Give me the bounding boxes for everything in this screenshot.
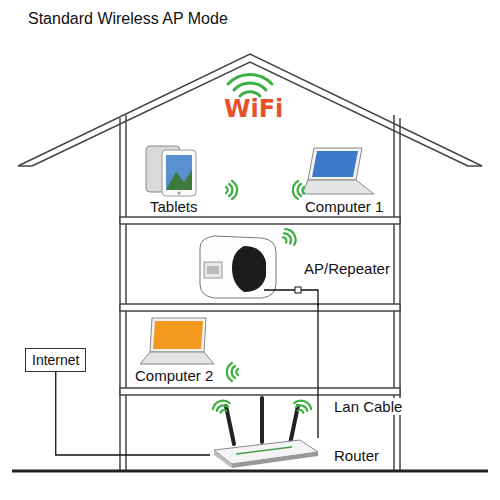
wifi-logo-arcs — [228, 74, 272, 96]
wifi-logo: WiFi — [224, 96, 283, 124]
cable-line — [56, 372, 210, 455]
wireless-signal — [211, 398, 232, 415]
wireless-signal — [227, 363, 238, 381]
roof — [18, 54, 482, 166]
router-node: Router — [210, 438, 396, 468]
laptop-icon — [140, 318, 214, 364]
device-label: Computer 1 — [305, 198, 383, 215]
cable-stub — [264, 290, 318, 306]
router-device — [214, 398, 318, 468]
node-label: Internet — [32, 352, 79, 368]
wireless-signal — [293, 181, 304, 199]
repeater-node: AP/Repeater — [190, 232, 400, 304]
node-label: Router — [334, 447, 379, 464]
wireless-signal — [226, 181, 237, 199]
tablet-icons — [146, 146, 196, 196]
repeater-device — [200, 236, 276, 298]
cable-line — [317, 304, 318, 438]
wireless-signal — [280, 227, 299, 248]
floor-slabs — [120, 217, 400, 395]
node-label: AP/Repeater — [304, 260, 390, 277]
ground-line — [12, 470, 488, 473]
wireless-signal — [292, 398, 313, 415]
internet-box: Internet — [25, 348, 86, 372]
device-label: Computer 2 — [135, 367, 213, 384]
cable-label: Lan Cable — [334, 398, 402, 415]
device-label: Tablets — [150, 198, 198, 215]
laptop-icon — [302, 148, 374, 194]
cable-plug — [295, 287, 301, 293]
title: Standard Wireless AP Mode — [28, 10, 228, 28]
walls — [120, 115, 400, 470]
